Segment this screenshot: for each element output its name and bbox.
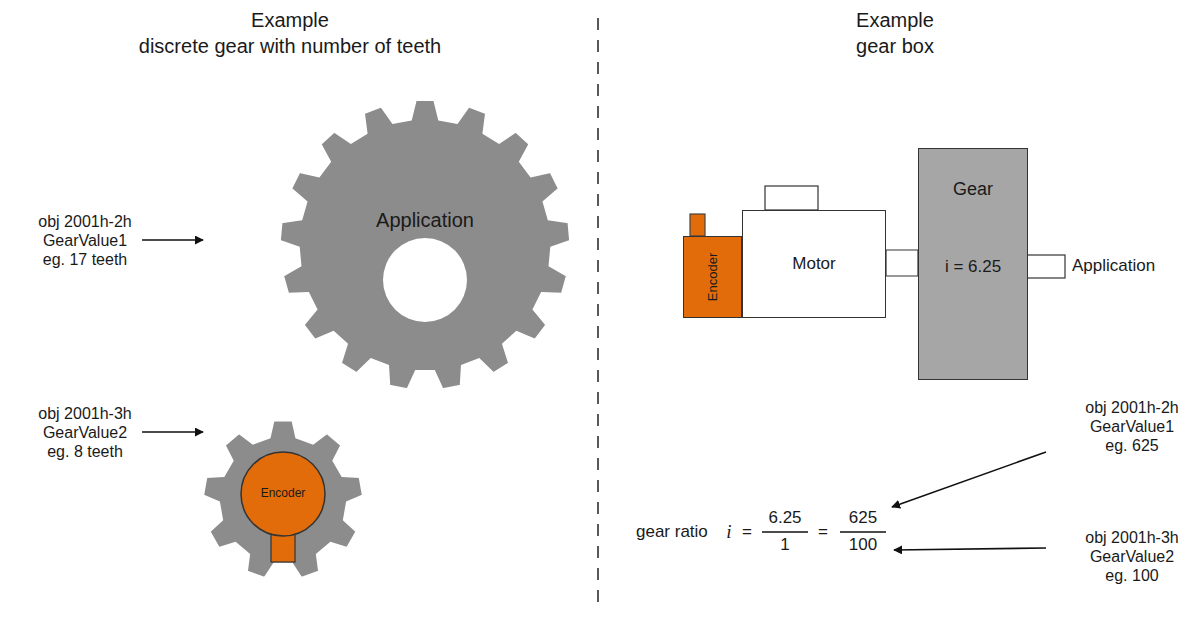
fraction-denominator: 1 [760,535,810,555]
diagram-heading: Example [795,10,995,30]
fraction-numerator: 6.25 [760,508,810,528]
gearbox-label: Gear [919,179,1027,201]
formula-symbol: = [814,522,832,542]
shaft-label: Application [1072,256,1182,276]
encoder-label: Encoder [203,486,363,500]
gearbox-box: Gear i = 6.25 [918,148,1028,380]
leader-arrow [142,431,203,433]
object-callout: obj 2001h-2h GearValue1 eg. 625 [1080,398,1184,456]
encoder-label: Encoder [705,253,721,301]
fraction-denominator: 100 [838,535,888,555]
diagram-heading: discrete gear with number of teeth [80,36,500,56]
object-callout: obj 2001h-3h GearValue2 eg. 100 [1080,528,1184,586]
leader-arrow [892,452,1046,507]
leader-arrow [142,239,203,241]
formula-text: gear ratio [636,522,720,542]
encoder-connector [690,214,705,236]
formula-symbol: i [722,522,736,542]
application-gear: Application [280,100,570,390]
formula-symbol: = [738,522,756,542]
motor-terminal-box [765,186,818,210]
motor-shaft [886,250,918,276]
divider-line [597,18,599,608]
encoder-gear: Encoder [203,420,363,580]
diagram-heading: Example [190,10,390,30]
motor-box: Motor [742,210,886,318]
gear-ratio-value: i = 6.25 [919,257,1027,277]
gear-outline [280,100,570,390]
fraction-bar [762,531,808,532]
leader-arrow [894,548,1046,550]
gear-label: Application [280,208,570,232]
fraction-numerator: 625 [838,508,888,528]
object-callout: obj 2001h-2h GearValue1 eg. 17 teeth [33,212,137,270]
object-callout: obj 2001h-3h GearValue2 eg. 8 teeth [33,404,137,462]
gear-body [280,100,570,389]
gear-body [203,421,363,578]
gear-hole [383,238,467,322]
diagram-heading: gear box [795,36,995,56]
motor-label: Motor [743,254,885,274]
fraction-bar [840,531,886,532]
encoder-box: Encoder [683,236,742,318]
